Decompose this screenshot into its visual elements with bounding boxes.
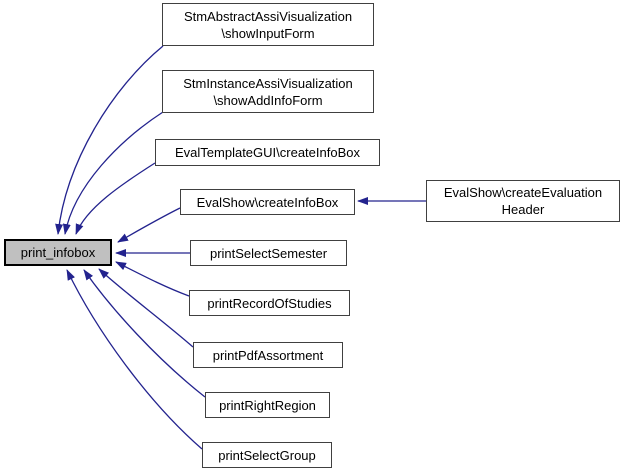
node-label: printRightRegion [219, 397, 316, 413]
node-print-right-region[interactable]: printRightRegion [205, 392, 330, 418]
edge-evaltemplategui-to-print-infobox [75, 162, 156, 235]
node-label: printSelectGroup [218, 447, 316, 463]
node-label: StmAbstractAssiVisualization \showInputF… [183, 8, 353, 41]
node-label: EvalTemplateGUI\createInfoBox [175, 145, 360, 160]
node-evaltemplategui-createinfobox[interactable]: EvalTemplateGUI\createInfoBox [155, 139, 380, 166]
node-stm-abstract-show-input-form[interactable]: StmAbstractAssiVisualization \showInputF… [162, 3, 374, 46]
node-print-select-group[interactable]: printSelectGroup [202, 442, 332, 468]
node-label: printRecordOfStudies [207, 295, 332, 311]
edge-evalshow-to-print-infobox [117, 207, 181, 243]
edge-printrecordofstudies-to-print-infobox [115, 261, 190, 297]
node-stm-instance-show-addinfo-form[interactable]: StmInstanceAssiVisualization \showAddInf… [162, 70, 374, 113]
node-evalshow-createinfobox[interactable]: EvalShow\createInfoBox [180, 189, 355, 215]
node-print-infobox: print_infobox [4, 239, 112, 266]
node-print-pdf-assortment[interactable]: printPdfAssortment [193, 342, 343, 368]
edge-printpdfassortment-to-print-infobox [98, 268, 194, 348]
node-label: StmInstanceAssiVisualization \showAddInf… [183, 75, 353, 108]
node-label: EvalShow\createInfoBox [196, 194, 339, 210]
node-label: printSelectSemester [209, 245, 328, 261]
edge-printrightregion-to-print-infobox [83, 269, 206, 398]
node-evalshow-create-evaluation-header[interactable]: EvalShow\createEvaluation Header [426, 180, 620, 222]
node-print-select-semester[interactable]: printSelectSemester [190, 240, 347, 266]
node-label: print_infobox [20, 245, 96, 260]
node-label: printPdfAssortment [212, 347, 324, 363]
edge-stm-instance-to-print-infobox [62, 111, 164, 235]
edge-printselectgroup-to-print-infobox [66, 269, 203, 450]
node-print-record-of-studies[interactable]: printRecordOfStudies [189, 290, 350, 316]
node-label: EvalShow\createEvaluation Header [443, 185, 603, 217]
edge-stm-abstract-to-print-infobox [55, 45, 164, 235]
